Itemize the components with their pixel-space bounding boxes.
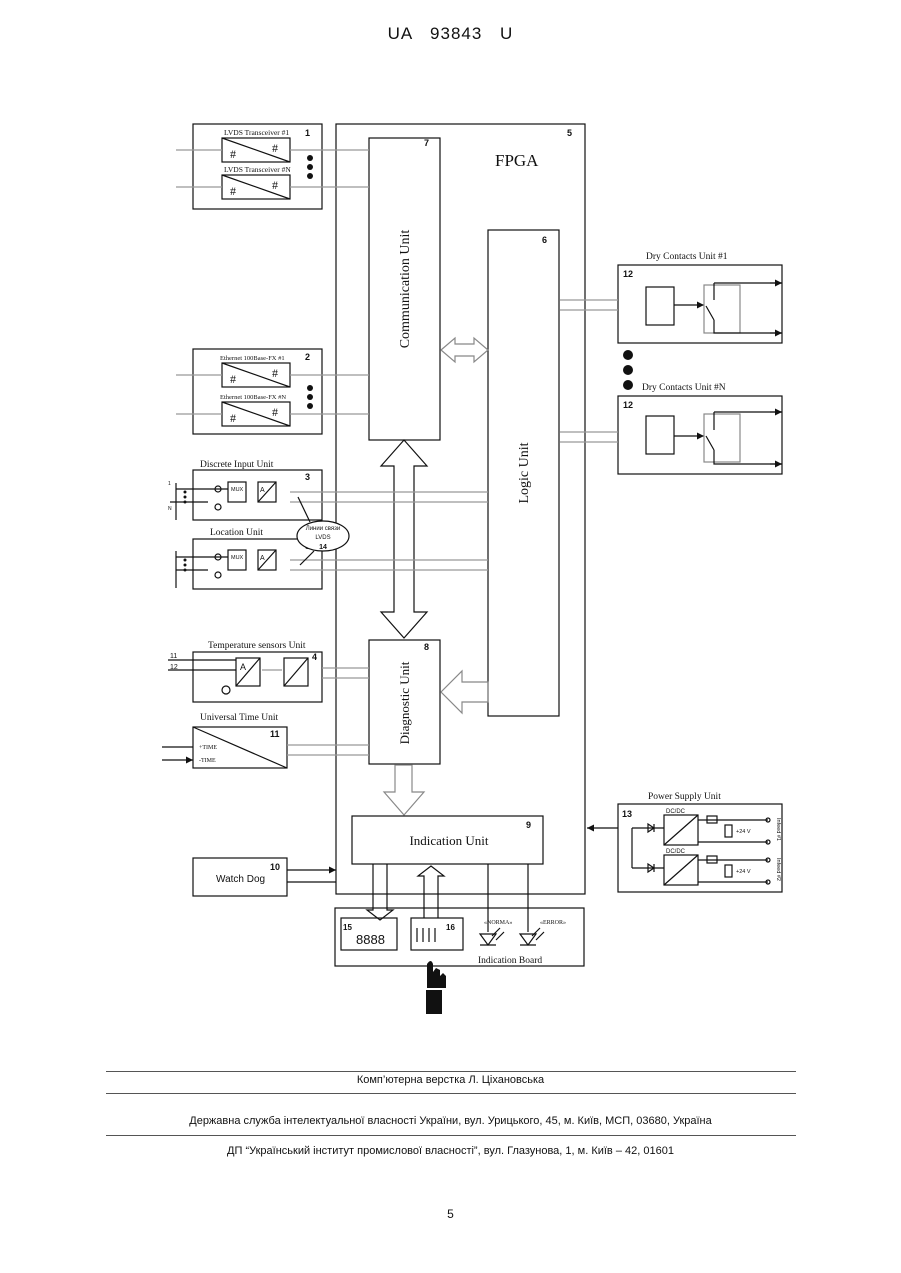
svg-text:+24 V: +24 V bbox=[736, 869, 751, 875]
seven-segment-display: 8888 bbox=[356, 932, 385, 947]
continuation-dot bbox=[623, 350, 633, 360]
svg-text:13: 13 bbox=[622, 809, 632, 819]
svg-text:Infeed #1: Infeed #1 bbox=[775, 818, 781, 841]
discrete-input-title: Discrete Input Unit bbox=[200, 460, 274, 470]
diagnostic-unit-num: 8 bbox=[424, 642, 429, 652]
svg-text:MUX: MUX bbox=[231, 487, 244, 493]
svg-text:15: 15 bbox=[343, 923, 352, 932]
diagnostic-unit: 8 Diagnostic Unit bbox=[369, 640, 440, 764]
norma-led-icon bbox=[480, 934, 496, 945]
svg-text:#: # bbox=[230, 372, 236, 386]
svg-text:16: 16 bbox=[446, 923, 455, 932]
dry-contacts-title-n: Dry Contacts Unit #N bbox=[642, 383, 726, 393]
discrete-input-num: 3 bbox=[305, 472, 310, 482]
dry-contacts-unit-1: Dry Contacts Unit #1 12 bbox=[560, 252, 782, 343]
logic-unit-num: 6 bbox=[542, 235, 547, 245]
lvds-title-1: LVDS Transceiver #1 bbox=[224, 128, 289, 137]
svg-text:#: # bbox=[272, 178, 278, 192]
dry-contacts-unit-n: 12 bbox=[560, 396, 782, 474]
universal-time-title: Universal Time Unit bbox=[200, 713, 278, 723]
temperature-title: Temperature sensors Unit bbox=[208, 641, 306, 651]
svg-text:12: 12 bbox=[170, 664, 178, 671]
svg-text:+24 V: +24 V bbox=[736, 829, 751, 835]
power-supply-unit: Power Supply Unit 13 DC/DC DC/DC +24 V +… bbox=[587, 792, 782, 892]
error-led-icon bbox=[520, 934, 536, 945]
svg-text:A: A bbox=[240, 662, 246, 672]
watch-dog-label: Watch Dog bbox=[216, 874, 265, 885]
lvds-num: 1 bbox=[305, 128, 310, 138]
power-supply-title: Power Supply Unit bbox=[648, 792, 721, 802]
fpga-label: FPGA bbox=[495, 151, 539, 170]
ethernet-title-1: Ethernet 100Base-FX #1 bbox=[220, 355, 285, 362]
logic-unit-label: Logic Unit bbox=[517, 442, 532, 503]
location-title: Location Unit bbox=[210, 528, 263, 538]
continuation-dot bbox=[623, 380, 633, 390]
svg-text:Infeed #2: Infeed #2 bbox=[775, 858, 781, 881]
fpga-num: 5 bbox=[567, 128, 572, 138]
footer-rule bbox=[106, 1071, 796, 1072]
watch-dog-unit: 10 Watch Dog bbox=[193, 858, 336, 896]
error-led-label: «ERROR» bbox=[540, 920, 566, 926]
svg-text:#: # bbox=[272, 141, 278, 155]
svg-text:DC/DC: DC/DC bbox=[666, 809, 686, 815]
dry-contacts-title-1: Dry Contacts Unit #1 bbox=[646, 252, 728, 262]
svg-text:14: 14 bbox=[319, 544, 327, 551]
ethernet-num: 2 bbox=[305, 352, 310, 362]
svg-text:12: 12 bbox=[623, 269, 633, 279]
indication-unit: 9 Indication Unit bbox=[352, 816, 543, 864]
watch-dog-num: 10 bbox=[270, 862, 280, 872]
svg-text:Линии связи: Линии связи bbox=[306, 526, 340, 532]
svg-text:#: # bbox=[230, 184, 236, 198]
communication-unit-num: 7 bbox=[424, 138, 429, 148]
universal-time-num: 11 bbox=[270, 729, 280, 739]
svg-text:N: N bbox=[168, 506, 172, 512]
agency-address: Державна служба інтелектуальної власност… bbox=[0, 1115, 901, 1127]
svg-text:DC/DC: DC/DC bbox=[666, 849, 686, 855]
indication-unit-label: Indication Unit bbox=[409, 833, 488, 848]
page-number: 5 bbox=[0, 1207, 901, 1221]
svg-text:11: 11 bbox=[170, 653, 177, 660]
diagnostic-unit-label: Diagnostic Unit bbox=[397, 661, 412, 744]
logic-unit: 6 Logic Unit bbox=[488, 230, 559, 716]
typesetter-credit: Комп’ютерна верстка Л. Ціхановська bbox=[0, 1074, 901, 1086]
communication-unit: 7 Communication Unit bbox=[369, 138, 440, 440]
svg-text:#: # bbox=[230, 147, 236, 161]
institute-address: ДП “Український інститут промислової вла… bbox=[0, 1145, 901, 1157]
svg-text:-TIME: -TIME bbox=[199, 758, 216, 764]
temperature-num: 4 bbox=[312, 652, 317, 662]
svg-text:#: # bbox=[272, 405, 278, 419]
footer-rule bbox=[106, 1135, 796, 1136]
footer-rule bbox=[106, 1093, 796, 1094]
block-diagram: FPGA 5 7 Communication Unit 6 Logic Unit… bbox=[0, 0, 901, 1060]
indication-board-title: Indication Board bbox=[478, 956, 542, 966]
svg-text:12: 12 bbox=[623, 400, 633, 410]
svg-text:LVDS: LVDS bbox=[315, 535, 330, 541]
svg-text:A: A bbox=[260, 487, 265, 494]
svg-text:+TIME: +TIME bbox=[199, 745, 217, 751]
ethernet-title-n: Ethernet 100Base-FX #N bbox=[220, 394, 286, 401]
continuation-dot bbox=[623, 365, 633, 375]
svg-text:A: A bbox=[260, 555, 265, 562]
communication-unit-label: Communication Unit bbox=[398, 230, 413, 349]
svg-text:#: # bbox=[230, 411, 236, 425]
lvds-title-n: LVDS Transceiver #N bbox=[224, 165, 291, 174]
svg-text:1: 1 bbox=[168, 481, 171, 487]
hand-pointer-icon bbox=[426, 961, 446, 1014]
svg-text:MUX: MUX bbox=[231, 555, 244, 561]
svg-text:#: # bbox=[272, 366, 278, 380]
indication-unit-num: 9 bbox=[526, 820, 531, 830]
